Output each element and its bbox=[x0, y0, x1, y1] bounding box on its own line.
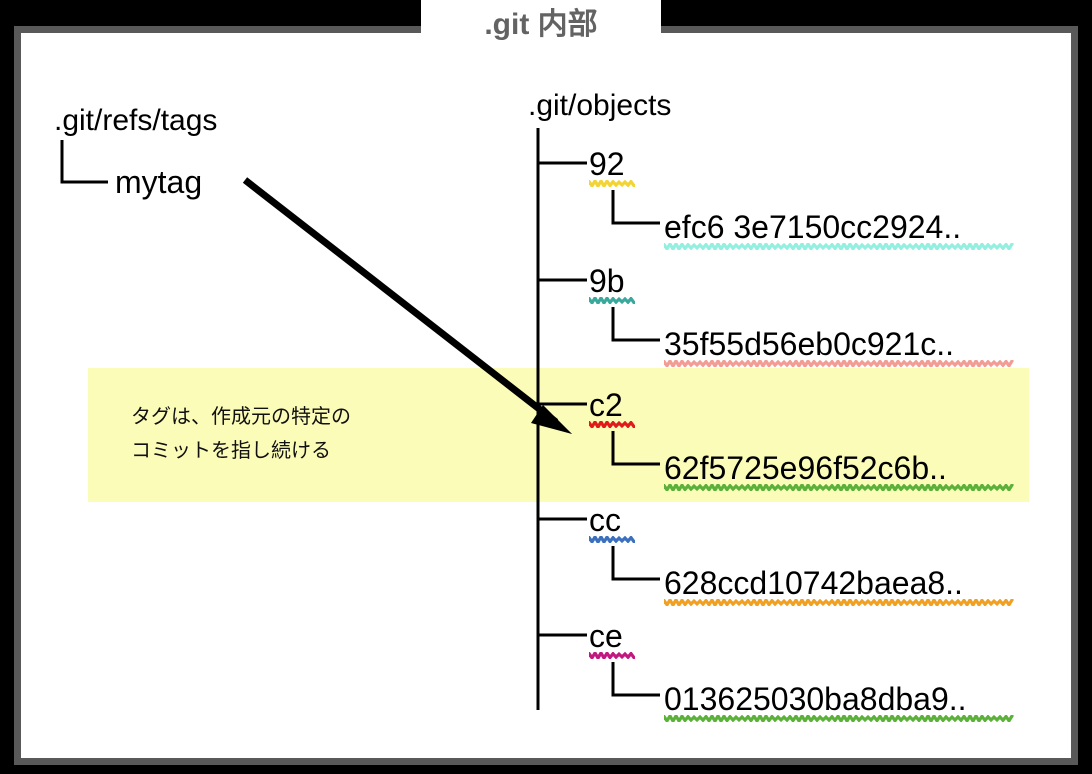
object-hash-ce: 013625030ba8dba9.. bbox=[664, 681, 967, 717]
object-dir-92-underline bbox=[589, 180, 635, 187]
annotation-line-1: タグは、作成元の特定の bbox=[131, 406, 351, 428]
object-hash-92: efc6 3e7150cc2924.. bbox=[664, 209, 962, 245]
refs-tags-item-mytag: mytag bbox=[115, 164, 203, 200]
object-dir-9b-underline bbox=[589, 297, 635, 304]
object-hash-9b: 35f55d56eb0c921c.. bbox=[664, 326, 955, 362]
object-dir-ce: ce bbox=[589, 618, 623, 654]
object-dir-9b: 9b bbox=[589, 263, 625, 299]
page-title: .git 内部 bbox=[484, 8, 598, 41]
object-dir-c2-underline bbox=[589, 421, 635, 428]
object-dir-92: 92 bbox=[589, 146, 625, 182]
object-dir-cc-underline bbox=[589, 536, 635, 543]
annotation-note: タグは、作成元の特定の コミットを指し続ける bbox=[131, 400, 351, 469]
object-hash-ce-underline bbox=[664, 715, 1014, 722]
object-hash-c2-underline bbox=[664, 484, 1014, 491]
object-dir-cc: cc bbox=[589, 502, 621, 538]
annotation-line-2: コミットを指し続ける bbox=[131, 440, 331, 463]
object-dir-ce-underline bbox=[589, 652, 635, 659]
object-hash-c2: 62f5725e96f52c6b.. bbox=[664, 450, 947, 486]
object-hash-9b-underline bbox=[664, 360, 1014, 367]
object-hash-cc-underline bbox=[664, 599, 1014, 606]
object-dir-c2: c2 bbox=[589, 387, 623, 423]
slide-title-tab: .git 内部 bbox=[421, 0, 661, 50]
refs-tags-root-label: .git/refs/tags bbox=[54, 104, 218, 137]
object-hash-cc: 628ccd10742baea8.. bbox=[664, 565, 963, 601]
objects-root-label: .git/objects bbox=[528, 89, 672, 122]
object-hash-92-underline bbox=[664, 243, 1014, 250]
